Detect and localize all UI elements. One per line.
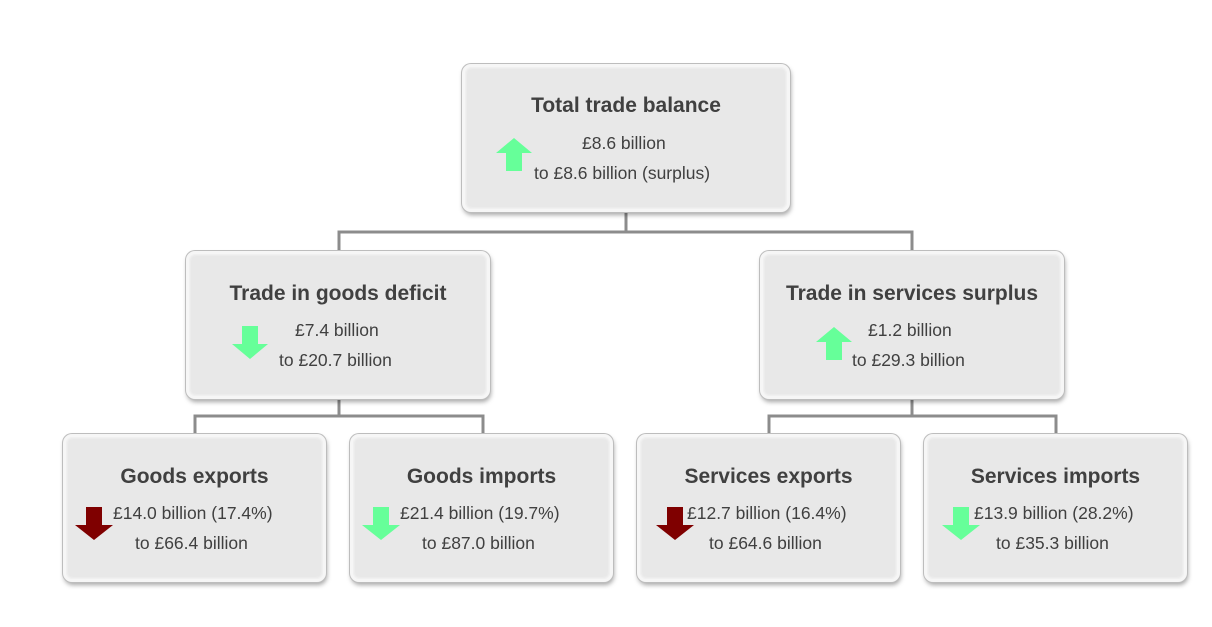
node-trade-in-goods: Trade in goods deficit £7.4 billion to £… <box>186 251 490 399</box>
node-change-value: £1.2 billion <box>868 320 952 340</box>
arrow-down-green-icon <box>362 507 400 540</box>
node-services-imports: Services imports £13.9 billion (28.2%) t… <box>924 434 1187 582</box>
node-change-value: £21.4 billion (19.7%) <box>400 503 560 523</box>
node-level-value: to £66.4 billion <box>135 533 248 553</box>
node-change-value: £13.9 billion (28.2%) <box>974 503 1134 523</box>
node-change-value: £8.6 billion <box>582 133 666 153</box>
node-goods-imports: Goods imports £21.4 billion (19.7%) to £… <box>350 434 613 582</box>
node-change-value: £14.0 billion (17.4%) <box>113 503 273 523</box>
node-level-value: to £64.6 billion <box>709 533 822 553</box>
arrow-down-green-icon <box>942 507 980 540</box>
connector-goods-children <box>193 414 485 434</box>
node-level-value: to £35.3 billion <box>996 533 1109 553</box>
arrow-down-red-icon <box>75 507 113 540</box>
node-total-trade-balance: Total trade balance £8.6 billion to £8.6… <box>462 64 790 212</box>
node-level-value: to £87.0 billion <box>422 533 535 553</box>
arrow-down-green-icon <box>232 326 268 359</box>
arrow-up-green-icon <box>816 327 852 360</box>
node-title: Goods exports <box>120 465 269 488</box>
node-title: Services exports <box>684 465 853 488</box>
node-level-value: to £20.7 billion <box>279 350 392 370</box>
arrow-down-red-icon <box>656 507 694 540</box>
node-title: Trade in services surplus <box>785 282 1039 305</box>
node-trade-in-services: Trade in services surplus £1.2 billion t… <box>760 251 1064 399</box>
node-change-value: £7.4 billion <box>295 320 379 340</box>
arrow-up-green-icon <box>496 138 532 171</box>
node-level-value: to £29.3 billion <box>852 350 965 370</box>
node-title: Services imports <box>970 465 1141 488</box>
node-change-value: £12.7 billion (16.4%) <box>687 503 847 523</box>
node-level-value: to £8.6 billion (surplus) <box>534 163 711 183</box>
node-title: Goods imports <box>406 465 557 488</box>
node-title: Trade in goods deficit <box>229 282 447 305</box>
node-services-exports: Services exports £12.7 billion (16.4%) t… <box>637 434 900 582</box>
connector-services-children <box>767 414 1058 434</box>
node-title: Total trade balance <box>531 94 721 117</box>
connector-level2 <box>337 230 914 250</box>
node-goods-exports: Goods exports £14.0 billion (17.4%) to £… <box>63 434 326 582</box>
